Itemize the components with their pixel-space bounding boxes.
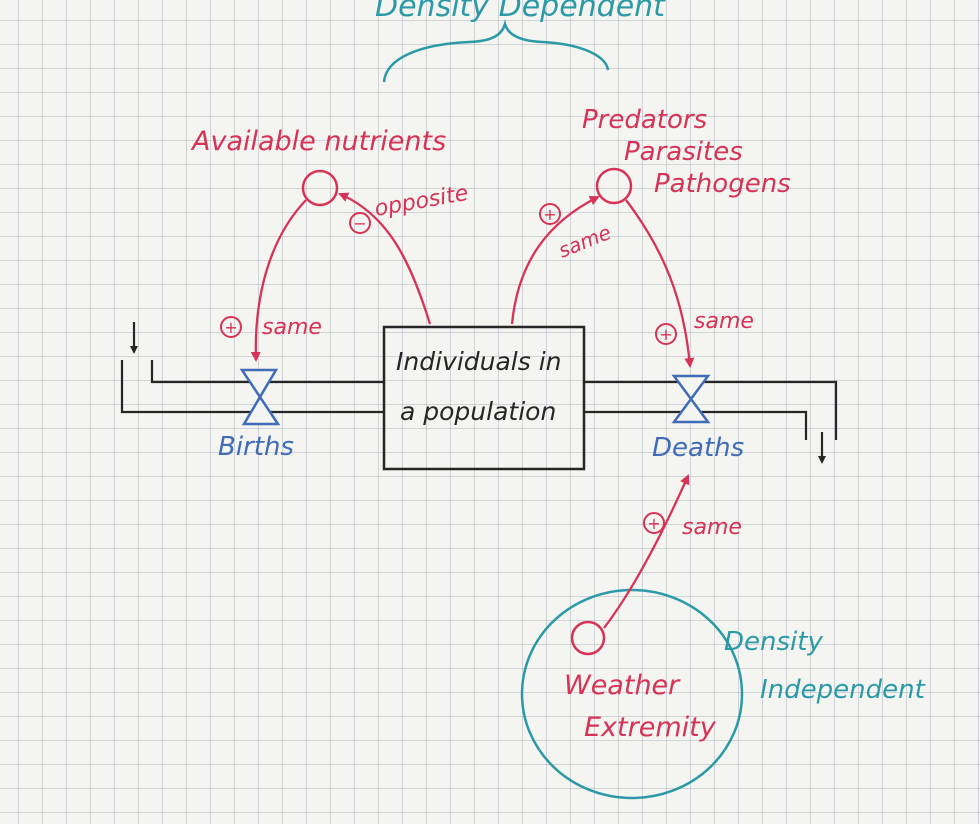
nutrients-node [301,169,339,207]
polarity-badge-stock-nutrients [349,212,371,234]
polarity-badge-predators-deaths [655,323,677,345]
stock-box [382,325,586,471]
polarity-nutrients-births: + [224,318,237,337]
polarity-stock-predators: + [543,205,556,224]
label-nutrients-births: same [262,315,322,340]
births-label: Births [218,432,294,462]
polarity-badge-nutrients-births [220,316,242,338]
density-independent-label-1: Density [724,627,823,657]
polarity-predators-deaths: + [659,325,672,344]
nutrients-label: Available nutrients [190,126,446,157]
weather-node [570,620,606,656]
deaths-valve-icon [671,374,711,424]
predators-node [595,167,633,205]
link-stock-to-predators [510,195,600,325]
link-predators-to-deaths [625,199,695,368]
weather-label-1: Weather [564,670,681,701]
polarity-stock-nutrients: − [353,214,366,233]
density-independent-label-2: Independent [760,675,926,705]
label-stock-nutrients: opposite [373,181,470,222]
weather-label-2: Extremity [584,712,717,743]
label-predators-deaths: same [694,309,754,334]
density-independent-circle [520,588,744,800]
polarity-badge-stock-predators [539,203,561,225]
link-stock-to-nutrients [338,192,432,325]
stock-label-line1: Individuals in [396,347,562,376]
births-valve-icon [239,368,281,426]
predators-label-2: Parasites [624,137,743,167]
deaths-outflow-pipe [584,380,838,440]
predators-label-3: Pathogens [654,169,791,199]
stock-label-line2: a population [400,397,556,426]
polarity-weather-deaths: + [647,514,660,533]
density-dependent-brace [382,19,610,83]
link-nutrients-to-births [250,199,307,362]
label-stock-predators: same [555,220,614,263]
predators-label-1: Predators [582,105,707,135]
label-weather-deaths: same [682,515,742,540]
link-weather-to-deaths [603,474,690,629]
density-dependent-label: Density Dependent [375,0,666,24]
deaths-label: Deaths [652,433,744,463]
polarity-badge-weather-deaths [643,512,665,534]
births-inflow-pipe [120,360,384,414]
